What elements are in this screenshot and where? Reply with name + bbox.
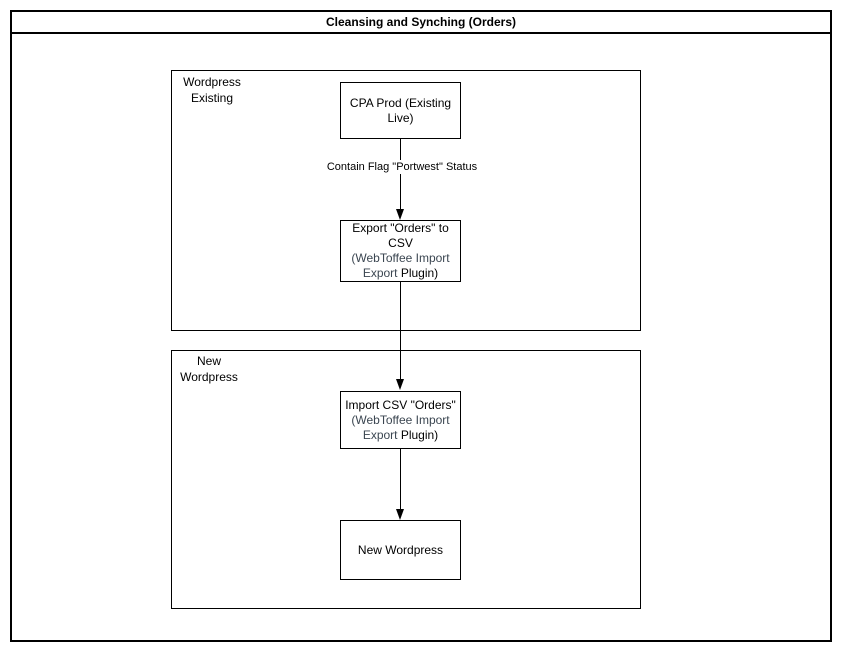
edge-cpa-to-export-arrowhead-icon [396,209,404,220]
diagram-title-bar: Cleansing and Synching (Orders) [12,12,830,34]
edge-import-to-newwp-line [400,449,401,512]
label-line: Wordpress [183,75,241,89]
edge-cpa-to-export-label: Contain Flag "Portwest" Status [322,160,482,174]
node-text-line: Import CSV "Orders" [345,397,456,412]
node-text-plain: Plugin) [400,266,439,280]
node-text-line: CPA Prod (Existing [349,95,452,110]
node-text-accent: Export [362,266,401,280]
edge-export-to-import-arrowhead-icon [396,379,404,390]
node-text-line: CSV [388,236,413,250]
diagram-title: Cleansing and Synching (Orders) [325,15,517,29]
node-text-line: Export Plugin) [363,266,438,281]
node-text-line: (WebToffee Import [351,251,450,265]
edge-export-to-import-line [400,282,401,381]
node-text-plain: Plugin) [400,427,439,442]
node-new-wordpress: New Wordpress [340,520,461,580]
node-text-line: Export "Orders" to [352,221,449,235]
node-text-accent: Export [362,427,401,442]
label-line: Existing [190,91,234,105]
label-line: Wordpress [180,370,238,384]
node-text-line: Live) [387,110,414,125]
node-export-orders-csv: Export "Orders" to CSV (WebToffee Import… [340,220,461,282]
node-text-line: New Wordpress [357,542,444,557]
edge-import-to-newwp-arrowhead-icon [396,509,404,520]
node-text-line: Export Plugin) [363,428,438,443]
label-line: New [196,354,221,368]
node-import-csv-orders: Import CSV "Orders" (WebToffee Import Ex… [340,391,461,449]
edge-cpa-to-export-line [400,139,401,212]
node-text-line: (WebToffee Import [351,412,450,427]
node-cpa-prod: CPA Prod (Existing Live) [340,82,461,139]
